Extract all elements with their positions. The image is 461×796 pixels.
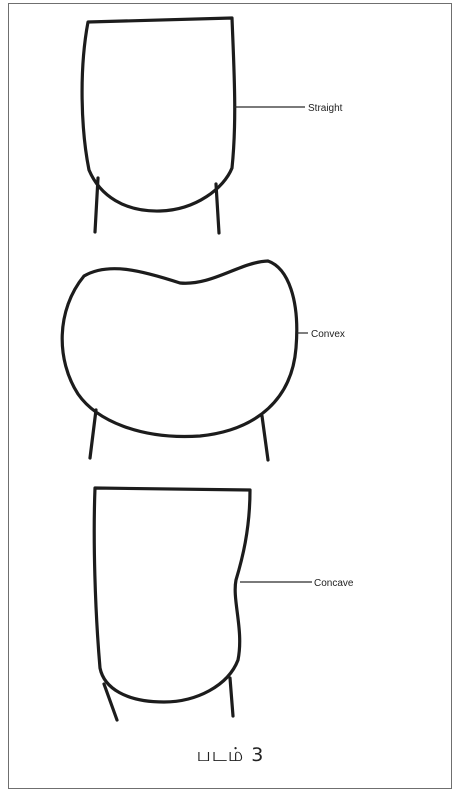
straight-root-left — [95, 178, 98, 232]
figure-caption: படம் 3 — [0, 744, 461, 769]
concave-profile-shape: Concave — [94, 488, 354, 720]
concave-root-right — [230, 678, 233, 716]
straight-profile-shape: Straight — [82, 18, 343, 233]
convex-root-right — [262, 416, 268, 460]
convex-profile-shape: Convex — [62, 261, 345, 460]
straight-root-right — [216, 184, 219, 233]
straight-label: Straight — [308, 103, 343, 114]
concave-label: Concave — [314, 578, 354, 589]
straight-crown-outline — [82, 18, 235, 211]
convex-root-left — [90, 410, 96, 458]
convex-label: Convex — [311, 329, 345, 340]
concave-crown-outline — [94, 488, 250, 702]
